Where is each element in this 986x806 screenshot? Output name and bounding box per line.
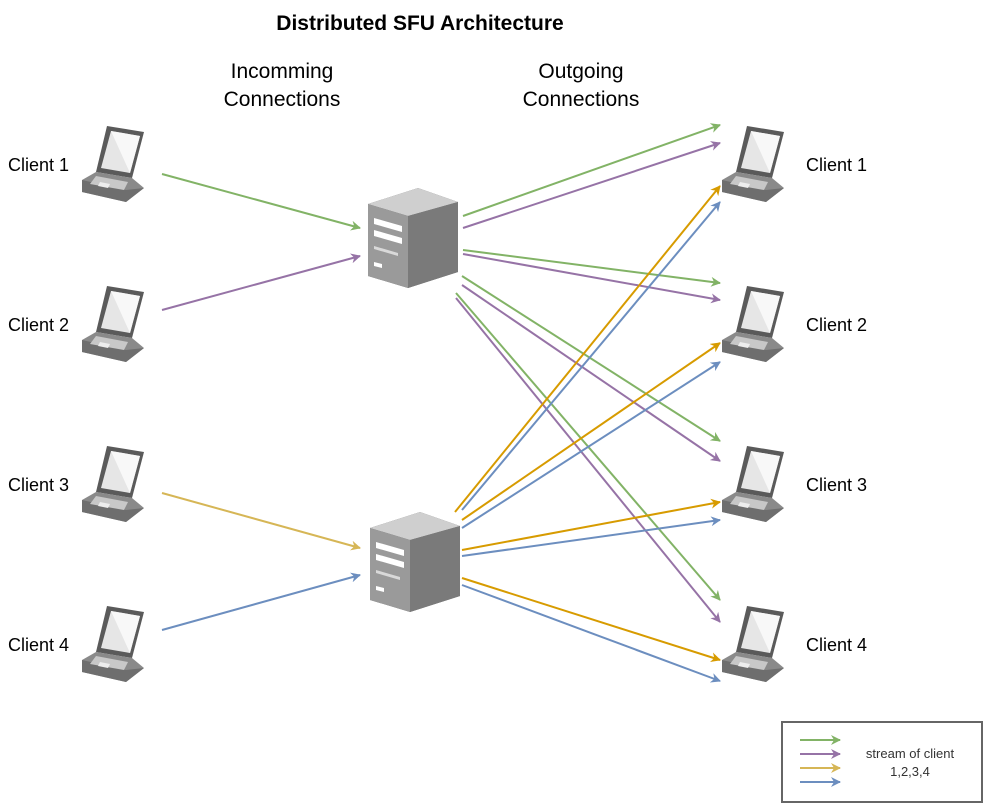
legend-text-line1: stream of client bbox=[866, 746, 955, 761]
left-client-1-label: Client 1 bbox=[8, 155, 69, 175]
incoming-arrow-client-3 bbox=[161, 492, 361, 551]
left-client-4: Client 4 bbox=[8, 606, 144, 682]
right-client-2: Client 2 bbox=[722, 286, 867, 362]
arrow-s2-blue-to-client-2 bbox=[461, 361, 721, 529]
diagram-title: Distributed SFU Architecture bbox=[276, 12, 563, 35]
arrow-s2-blue-to-client-4 bbox=[461, 584, 721, 683]
arrow-s1-green-to-client-2 bbox=[462, 249, 721, 287]
laptop-icon bbox=[722, 126, 784, 202]
right-client-3-label: Client 3 bbox=[806, 475, 867, 495]
arrow-s2-blue-to-client-3 bbox=[461, 516, 721, 557]
incoming-arrow-client-4 bbox=[161, 572, 361, 631]
outgoing-server-1 bbox=[455, 123, 721, 623]
right-client-4-label: Client 4 bbox=[806, 635, 867, 655]
left-client-3-label: Client 3 bbox=[8, 475, 69, 495]
laptop-icon bbox=[722, 446, 784, 522]
incoming-heading-line1: Incomming bbox=[231, 60, 334, 83]
arrow-s1-purple-to-client-4 bbox=[455, 297, 721, 623]
arrow-s2-orange-to-client-4 bbox=[461, 577, 721, 663]
outgoing-heading-line1: Outgoing bbox=[538, 60, 623, 83]
incoming-arrow-client-2 bbox=[161, 253, 361, 311]
right-client-1: Client 1 bbox=[722, 126, 867, 202]
arrow-s1-green-to-client-1 bbox=[462, 123, 721, 217]
right-client-3: Client 3 bbox=[722, 446, 867, 522]
outgoing-server-2 bbox=[454, 185, 721, 683]
arrow-s2-blue-to-client-1 bbox=[461, 201, 721, 511]
server-icon bbox=[368, 188, 458, 288]
laptop-icon bbox=[82, 606, 144, 682]
laptop-icon bbox=[82, 286, 144, 362]
server-icon bbox=[370, 512, 460, 612]
left-client-3: Client 3 bbox=[8, 446, 144, 522]
left-client-1: Client 1 bbox=[8, 126, 144, 202]
arrow-s2-orange-to-client-3 bbox=[461, 498, 721, 551]
arrow-s1-green-to-client-3 bbox=[461, 275, 721, 442]
arrow-s2-orange-to-client-1 bbox=[454, 185, 721, 513]
incoming-arrow-client-1 bbox=[161, 173, 361, 231]
legend-box bbox=[781, 721, 983, 803]
legend: stream of client 1,2,3,4 bbox=[781, 721, 983, 803]
outgoing-heading-line2: Connections bbox=[523, 88, 640, 111]
left-client-2-label: Client 2 bbox=[8, 315, 69, 335]
arrow-s2-orange-to-client-2 bbox=[461, 342, 721, 521]
arrow-s1-purple-to-client-1 bbox=[462, 141, 721, 229]
incoming-heading-line2: Connections bbox=[224, 88, 341, 111]
laptop-icon bbox=[82, 126, 144, 202]
legend-text-line2: 1,2,3,4 bbox=[890, 764, 930, 779]
laptop-icon bbox=[82, 446, 144, 522]
right-client-1-label: Client 1 bbox=[806, 155, 867, 175]
arrow-s1-purple-to-client-3 bbox=[461, 284, 721, 462]
laptop-icon bbox=[722, 606, 784, 682]
left-client-4-label: Client 4 bbox=[8, 635, 69, 655]
arrow-s1-purple-to-client-2 bbox=[462, 253, 721, 304]
laptop-icon bbox=[722, 286, 784, 362]
left-client-2: Client 2 bbox=[8, 286, 144, 362]
right-client-4: Client 4 bbox=[722, 606, 867, 682]
right-client-2-label: Client 2 bbox=[806, 315, 867, 335]
